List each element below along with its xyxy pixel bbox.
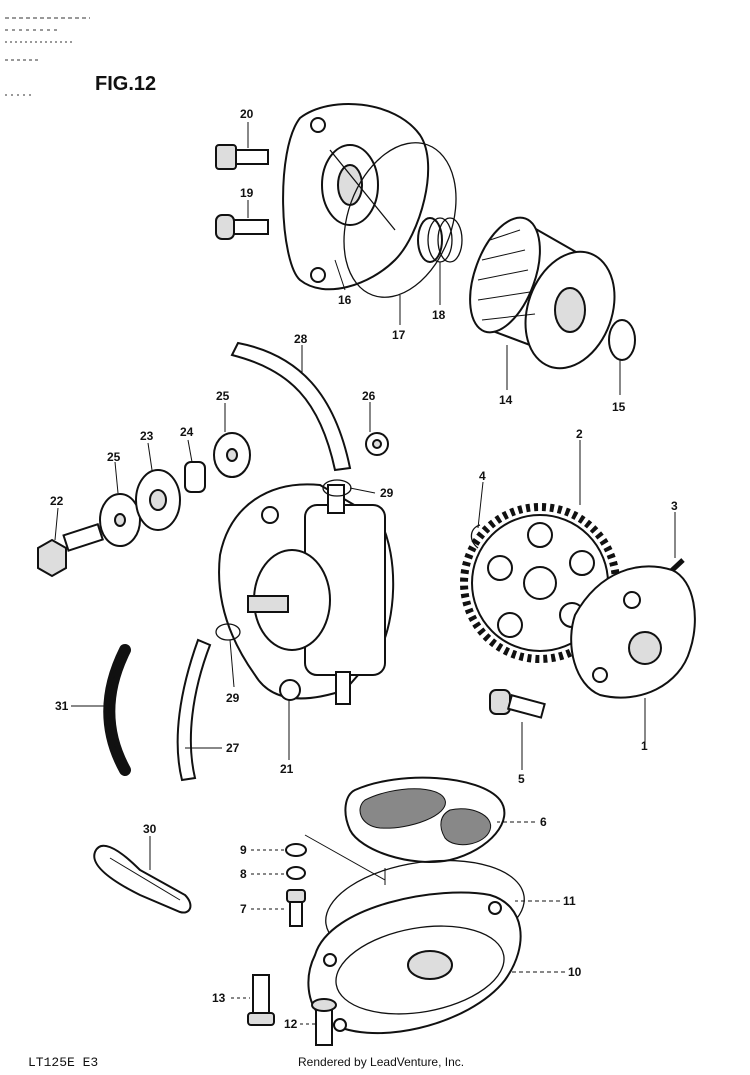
part-5-bolt xyxy=(489,689,546,719)
credit-line: Rendered by LeadVenture, Inc. xyxy=(298,1055,464,1069)
part-22-bolt xyxy=(37,523,104,578)
part-26-cap xyxy=(365,432,389,456)
part-18-spring xyxy=(417,217,463,263)
callout-9: 9 xyxy=(240,843,247,857)
part-20-bolt xyxy=(215,144,269,170)
callout-8: 8 xyxy=(240,867,247,881)
part-7-bolt xyxy=(286,889,306,927)
callout-24: 24 xyxy=(180,425,194,439)
callout-19: 19 xyxy=(240,186,254,200)
scan-noise xyxy=(5,17,90,96)
callout-4: 4 xyxy=(479,469,486,483)
part-30-bracket-slot xyxy=(109,857,181,901)
part-15-o-ring xyxy=(608,319,636,361)
part-16-filter-cap xyxy=(282,103,430,291)
callout-23: 23 xyxy=(140,429,154,443)
callout-13: 13 xyxy=(212,991,226,1005)
callout-1: 1 xyxy=(641,739,648,753)
callout-27: 27 xyxy=(226,741,240,755)
callout-25-upper: 25 xyxy=(216,389,230,403)
callout-26: 26 xyxy=(362,389,376,403)
callout-25-lower: 25 xyxy=(107,450,121,464)
callout-11: 11 xyxy=(563,894,576,908)
callout-21: 21 xyxy=(280,762,294,776)
part-21-fuel-pump xyxy=(218,483,395,705)
callout-31: 31 xyxy=(55,699,69,713)
part-14-oil-filter xyxy=(469,216,616,370)
part-1-oil-pump xyxy=(570,565,696,699)
callout-28: 28 xyxy=(294,332,308,346)
figure-title: FIG.12 xyxy=(95,73,156,95)
part-25-washer-right-hole xyxy=(226,448,238,462)
part-30-bracket xyxy=(93,844,192,914)
callout-16: 16 xyxy=(338,293,352,307)
part-13-bolt xyxy=(247,974,275,1026)
callouts: 20 19 16 17 18 14 15 28 26 25 24 23 25 2… xyxy=(50,107,678,1031)
callout-6: 6 xyxy=(540,815,547,829)
part-25-washer-left-hole xyxy=(114,513,126,527)
callout-7: 7 xyxy=(240,902,247,916)
callout-15: 15 xyxy=(612,400,626,414)
part-12-bolt xyxy=(311,998,337,1046)
callout-18: 18 xyxy=(432,308,446,322)
callout-5: 5 xyxy=(518,772,525,786)
part-8-lock-washer xyxy=(286,866,306,880)
part-10-cover xyxy=(307,891,522,1034)
callout-29-lower: 29 xyxy=(226,691,240,705)
callout-12: 12 xyxy=(284,1017,298,1031)
part-29-clip-lower xyxy=(215,623,241,641)
callout-10: 10 xyxy=(568,965,582,979)
callout-20: 20 xyxy=(240,107,254,121)
part-19-bolt xyxy=(215,214,269,240)
part-6-gasket xyxy=(344,776,506,863)
part-23-collar xyxy=(135,469,181,531)
part-24-spacer xyxy=(184,461,206,493)
part-28-hose xyxy=(230,341,352,472)
callout-14: 14 xyxy=(499,393,513,407)
callout-3: 3 xyxy=(671,499,678,513)
callout-2: 2 xyxy=(576,427,583,441)
part-9-washer xyxy=(285,843,307,857)
model-code: LT125E E3 xyxy=(28,1055,98,1070)
leader-lines xyxy=(54,122,676,1025)
part-17-o-ring xyxy=(343,142,457,298)
callout-17: 17 xyxy=(392,328,406,342)
callout-30: 30 xyxy=(143,822,157,836)
callout-29-upper: 29 xyxy=(380,486,394,500)
part-27-hose xyxy=(176,638,212,782)
callout-22: 22 xyxy=(50,494,64,508)
